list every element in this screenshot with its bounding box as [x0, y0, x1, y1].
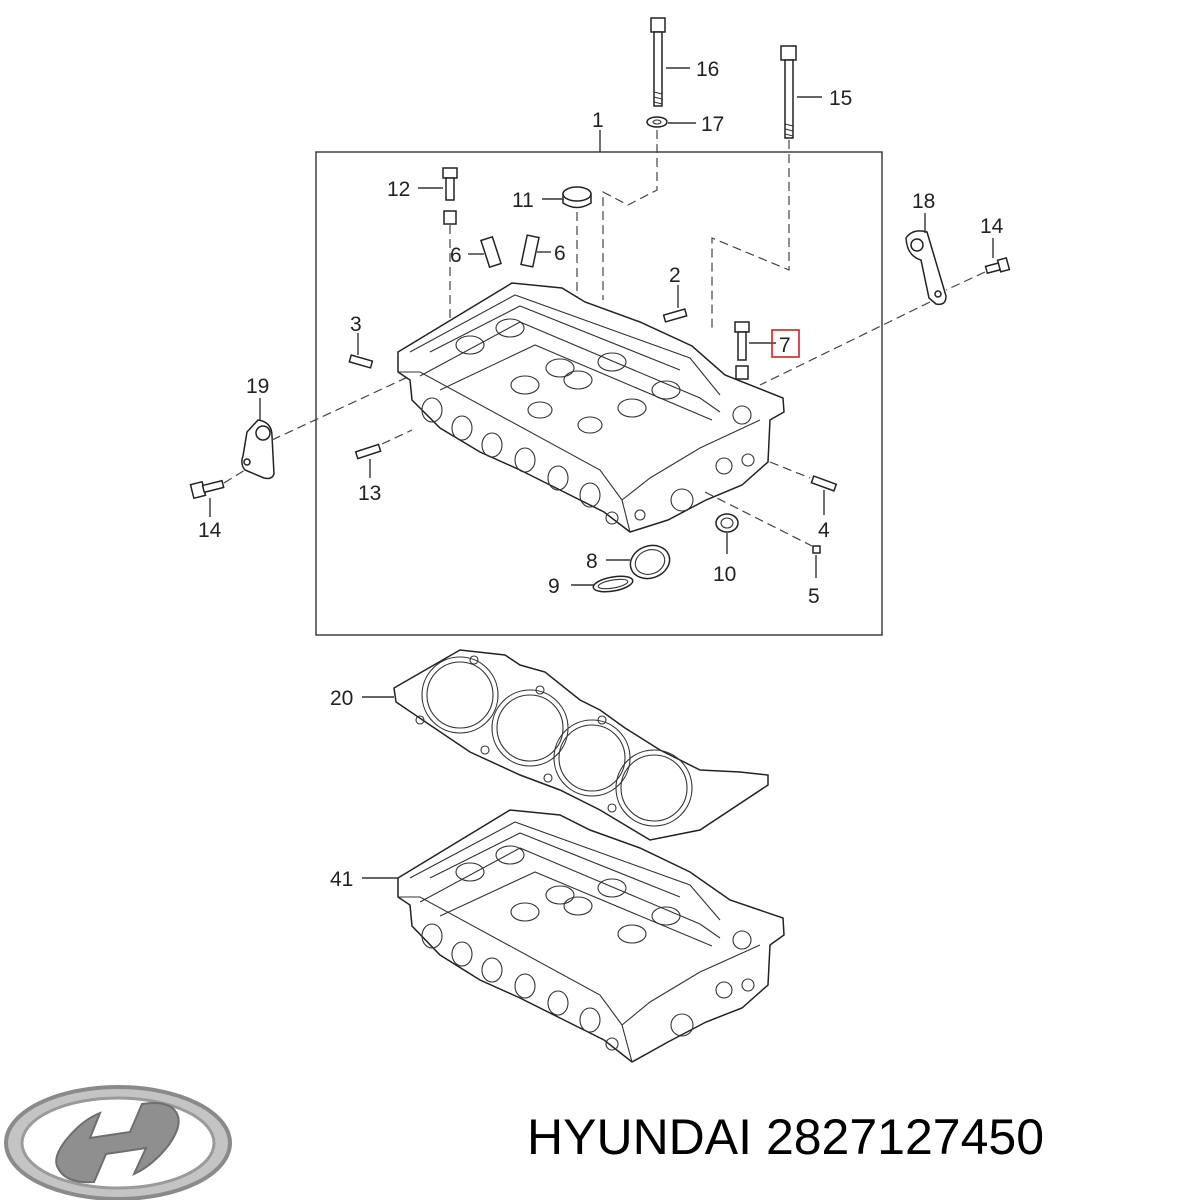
cylinder-head-assembly [397, 809, 785, 1063]
bracket-bolt-right [984, 256, 1011, 275]
callout-20: 20 [330, 687, 353, 710]
callout-12: 12 [387, 178, 410, 201]
brand-part-number: HYUNDAI 2827127450 [527, 1112, 1044, 1162]
assembly-frame [315, 151, 883, 636]
washer [646, 116, 668, 128]
callout-2: 2 [669, 264, 681, 287]
callout-9: 9 [548, 575, 560, 598]
callout-18: 18 [912, 190, 935, 213]
brand-name: HYUNDAI [527, 1109, 753, 1165]
seal-plug [562, 186, 592, 209]
hyundai-logo [4, 1085, 232, 1200]
callout-8: 8 [586, 550, 598, 573]
callout-16: 16 [696, 58, 719, 81]
o-ring-small [592, 575, 634, 593]
callout-4: 4 [818, 519, 830, 542]
callout-1: 1 [592, 109, 604, 132]
callout-5: 5 [808, 585, 820, 608]
callout-14b: 14 [198, 519, 222, 542]
engine-hanger-bracket-left [241, 419, 275, 480]
head-bolt-long [650, 17, 666, 107]
callout-6b: 6 [554, 242, 566, 265]
bolt-highlighted [734, 321, 750, 380]
callout-15: 15 [829, 87, 852, 110]
callout-10: 10 [713, 563, 736, 586]
cylinder-head-exploded [397, 282, 785, 533]
callout-7: 7 [779, 334, 791, 357]
callout-14a: 14 [980, 215, 1004, 238]
bolt-small [442, 167, 458, 225]
stud-bolt-right [810, 475, 838, 492]
small-pin [812, 545, 821, 554]
part-number: 2827127450 [765, 1109, 1045, 1165]
cylinder-head-gasket [393, 649, 769, 841]
callout-17: 17 [701, 113, 724, 136]
dowel-pin-right [520, 234, 540, 268]
head-bolt [780, 45, 797, 139]
engine-hanger-bracket-right [905, 230, 947, 306]
callout-11: 11 [512, 189, 534, 212]
oil-seal [715, 513, 739, 533]
stud-bolt-left-top [348, 354, 374, 369]
callout-3: 3 [350, 313, 362, 336]
o-ring-large [629, 544, 671, 580]
highlight-box [771, 329, 800, 358]
stud-bolt-top [662, 308, 688, 323]
bracket-bolt-left [189, 479, 225, 500]
callout-19: 19 [246, 375, 269, 398]
callout-41: 41 [330, 868, 353, 891]
stud-bolt-left-bottom [354, 443, 382, 460]
callout-6a: 6 [450, 244, 462, 267]
callout-13: 13 [358, 482, 381, 505]
dowel-pin-left [480, 235, 502, 269]
